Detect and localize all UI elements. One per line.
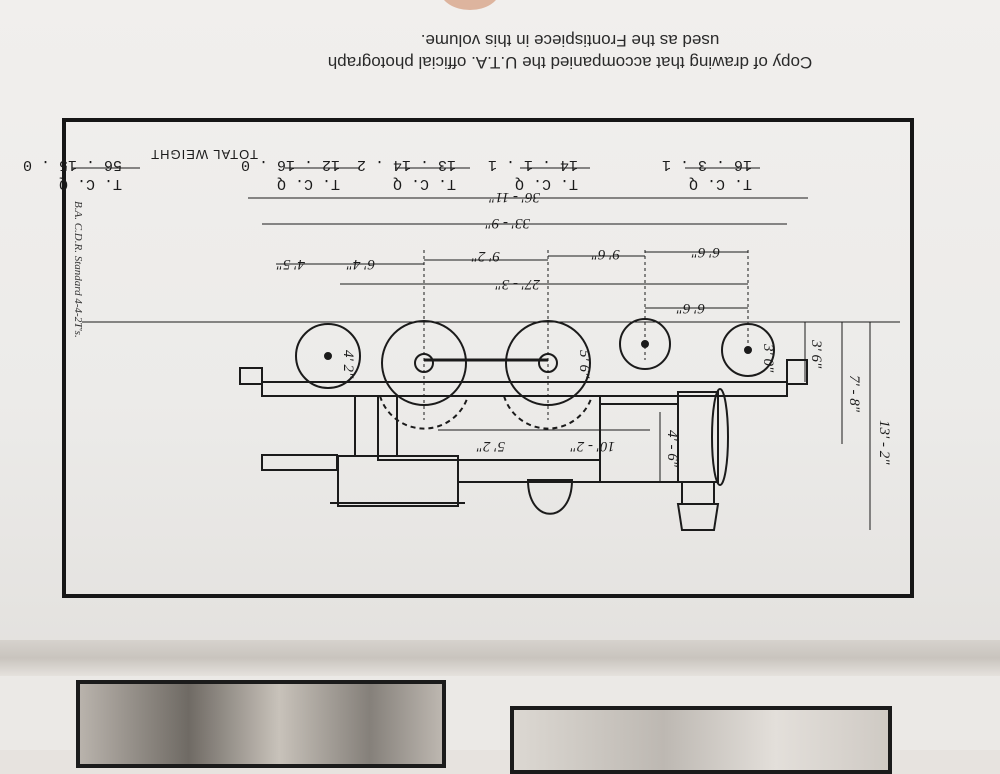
wheel-label-trailing: 4' 2" — [340, 350, 356, 379]
weight-value-3: 13 . 14 . 2 — [357, 156, 456, 173]
dim-frame-b: 5' 2" — [476, 438, 505, 454]
dim-buffer-height: 3' 6" — [808, 339, 824, 369]
dim-height: 13' - 2" — [876, 420, 892, 465]
book-page — [0, 0, 1000, 668]
dim-wheel-c: 6' 4" — [346, 256, 375, 272]
dim-bogie-2: 6' 6" — [676, 300, 705, 316]
dim-overall: 36' - 11" — [488, 189, 541, 205]
dim-rear: 4' 5" — [276, 256, 305, 272]
dim-bogie: 6' 6" — [691, 244, 720, 260]
weight-unit-1: T. C. Q — [689, 175, 752, 192]
dim-buffers: 33' - 9" — [485, 215, 531, 231]
total-weight-label: TOTAL WEIGHT — [150, 147, 258, 162]
dim-frame-a: 10' - 2" — [570, 438, 615, 454]
weight-unit-2: T. C. Q — [515, 175, 578, 192]
weight-value-4: 12 . 16 . 0 — [241, 156, 340, 173]
locomotive-drawing: 36' - 11" 33' - 9" 27' - 3" 9' 6" 9' 2" … — [23, 147, 900, 531]
dim-wheelbase: 27' - 3" — [495, 276, 540, 292]
weight-value-2: 14 . 1 . 1 — [488, 156, 578, 173]
dim-wheel-b: 9' 2" — [471, 248, 500, 264]
dimension-labels: 36' - 11" 33' - 9" 27' - 3" 9' 6" 9' 2" … — [276, 189, 892, 468]
thumb — [440, 0, 500, 10]
dim-boiler-centre: 7' - 8" — [846, 375, 862, 413]
wheel-label-driving: 5' 6" — [576, 350, 592, 379]
drawing-frame — [62, 118, 914, 598]
dim-wheel-a: 9' 6" — [591, 246, 620, 262]
dim-tank: 4' - 6" — [664, 430, 680, 468]
book-spine — [0, 640, 1000, 680]
total-weight-units: T. C. Q — [59, 175, 122, 192]
weight-unit-3: T. C. Q — [393, 175, 456, 192]
dimension-lines — [248, 197, 871, 530]
weight-table: T. C. Q 16 . 3 . 1 T. C. Q 14 . 1 . 1 T.… — [23, 147, 760, 192]
weight-unit-4: T. C. Q — [277, 175, 340, 192]
locomotive-outline — [82, 318, 900, 531]
weight-value-1: 16 . 3 . 1 — [662, 156, 752, 173]
total-weight-value: 56 . 15 . 0 — [23, 156, 122, 173]
wheel-label-bogie: 3' 0" — [760, 343, 776, 373]
